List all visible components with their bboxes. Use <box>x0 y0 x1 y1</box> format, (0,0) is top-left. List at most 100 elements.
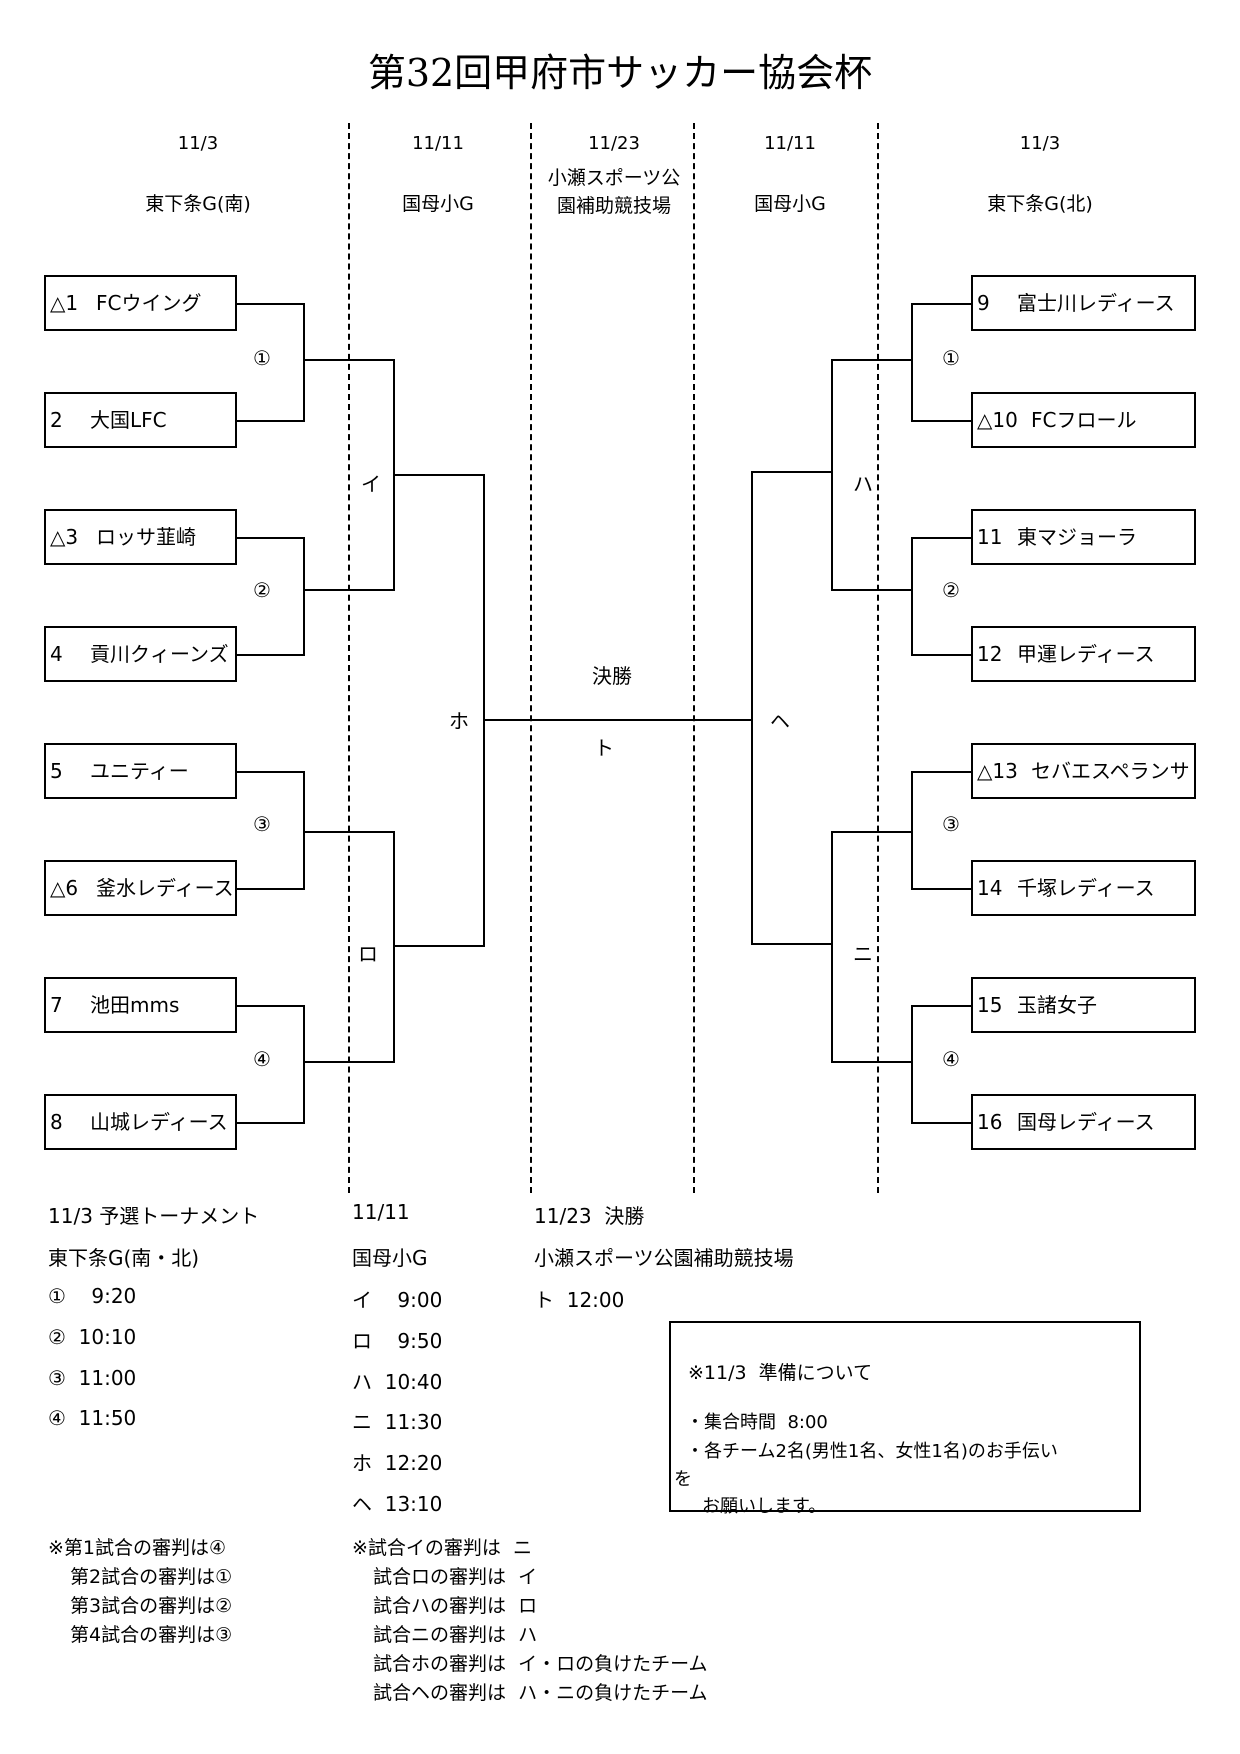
team-seed: 11 <box>977 525 1003 549</box>
bracket-line <box>911 537 971 539</box>
referee-note: ※第1試合の審判は④ <box>48 1537 227 1559</box>
bracket-line <box>303 1005 305 1124</box>
bracket-line <box>237 888 305 890</box>
team-seed: △1 <box>50 291 79 315</box>
notice-line: お願いします。 <box>702 1496 827 1517</box>
team-box-right-12: 12 甲運レディース <box>971 626 1196 682</box>
notice-line: ・各チーム2名(男性1名、女性1名)のお手伝い <box>686 1441 1058 1462</box>
bracket-line <box>237 654 305 656</box>
referee-note: 試合ニの審判は ハ <box>373 1624 538 1646</box>
match-label-ha: ハ <box>853 472 873 496</box>
match-label-left-2: ② <box>253 578 271 602</box>
team-box-right-15: 15 玉諸女子 <box>971 977 1196 1033</box>
team-seed: △3 <box>50 525 79 549</box>
bracket-line <box>237 1122 305 1124</box>
match-label-ho: ホ <box>449 709 469 733</box>
team-name: 甲運レディース <box>1017 642 1155 666</box>
match-label-left-1: ① <box>253 346 271 370</box>
header-venue-final-line1: 小瀬スポーツ公 <box>547 167 681 189</box>
schedule-header-r2: 11/11 <box>352 1200 410 1224</box>
bracket-line <box>303 537 305 656</box>
notice-line: を <box>674 1469 692 1490</box>
header-date-left-r1: 11/3 <box>177 133 219 154</box>
notice-line: ・集合時間 8:00 <box>686 1412 828 1433</box>
schedule-row: ③ 11:00 <box>48 1366 137 1390</box>
header-date-final: 11/23 <box>588 133 640 154</box>
referee-note: 第3試合の審判は② <box>70 1595 233 1617</box>
bracket-line <box>237 1005 305 1007</box>
team-name: ロッサ韮崎 <box>96 525 196 549</box>
referee-note: 第2試合の審判は① <box>70 1566 233 1588</box>
match-label-left-4: ④ <box>253 1047 271 1071</box>
bracket-line <box>303 303 305 422</box>
match-label-he: ヘ <box>770 709 790 733</box>
bracket-line <box>911 771 913 890</box>
match-label-right-3: ③ <box>942 812 960 836</box>
bracket-line <box>911 771 971 773</box>
match-label-right-4: ④ <box>942 1047 960 1071</box>
schedule-row: ② 10:10 <box>48 1325 137 1349</box>
bracket-line <box>911 420 971 422</box>
team-name: 池田mms <box>90 993 180 1017</box>
team-seed: 2 <box>50 408 63 432</box>
bracket-line <box>831 359 913 361</box>
team-seed: 4 <box>50 642 63 666</box>
team-name: 東マジョーラ <box>1017 525 1137 549</box>
header-venue-right-r2: 国母小G <box>754 193 826 215</box>
bracket-line <box>911 303 913 422</box>
bracket-line <box>911 654 971 656</box>
final-label: 決勝 <box>592 664 632 688</box>
team-seed: 5 <box>50 759 63 783</box>
column-divider <box>348 123 350 1193</box>
notice-title: ※11/3 準備について <box>688 1362 873 1384</box>
team-name: 千塚レディース <box>1017 876 1155 900</box>
header-venue-left-r1: 東下条G(南) <box>145 193 251 215</box>
notice-box <box>669 1321 1141 1512</box>
bracket-line <box>237 771 305 773</box>
team-seed: 12 <box>977 642 1003 666</box>
bracket-line <box>303 1061 395 1063</box>
referee-note: 試合ハの審判は ロ <box>373 1595 538 1617</box>
referee-note: 試合ヘの審判は ハ・ニの負けたチーム <box>373 1682 708 1704</box>
team-name: 山城レディース <box>90 1110 228 1134</box>
bracket-line <box>303 359 395 361</box>
bracket-line <box>831 589 913 591</box>
team-name: 国母レディース <box>1017 1110 1155 1134</box>
team-seed: 7 <box>50 993 63 1017</box>
schedule-venue-r2: 国母小G <box>352 1246 428 1270</box>
team-box-right-11: 11 東マジョーラ <box>971 509 1196 565</box>
team-box-left-1: △1 FCウイング <box>44 275 237 331</box>
team-seed: △10 <box>977 408 1018 432</box>
schedule-header-prelim: 11/3 予選トーナメント <box>48 1204 260 1228</box>
match-label-ro: ロ <box>358 942 378 966</box>
bracket-line <box>911 1005 913 1124</box>
schedule-row: ヘ 13:10 <box>352 1492 443 1516</box>
schedule-row: ハ 10:40 <box>352 1370 443 1394</box>
team-seed: 16 <box>977 1110 1003 1134</box>
bracket-line <box>831 359 833 591</box>
team-name: 大国LFC <box>90 408 167 432</box>
bracket-line <box>237 303 305 305</box>
team-box-right-16: 16 国母レディース <box>971 1094 1196 1150</box>
team-name: FCウイング <box>96 291 202 315</box>
team-name: 富士川レディース <box>1017 291 1175 315</box>
bracket-line <box>751 943 833 945</box>
schedule-row: ① 9:20 <box>48 1284 137 1308</box>
team-name: 玉諸女子 <box>1017 993 1097 1017</box>
bracket-line <box>303 771 305 890</box>
header-venue-final-line2: 園補助競技場 <box>556 195 671 217</box>
bracket-line <box>911 888 971 890</box>
referee-note: ※試合イの審判は ニ <box>352 1537 532 1559</box>
bracket-line <box>831 831 833 1063</box>
bracket-line <box>831 831 913 833</box>
bracket-line <box>237 420 305 422</box>
team-seed: 15 <box>977 993 1003 1017</box>
bracket-line <box>751 471 753 945</box>
team-seed: △6 <box>50 876 79 900</box>
schedule-venue-prelim: 東下条G(南・北) <box>48 1246 200 1270</box>
bracket-line <box>393 945 485 947</box>
